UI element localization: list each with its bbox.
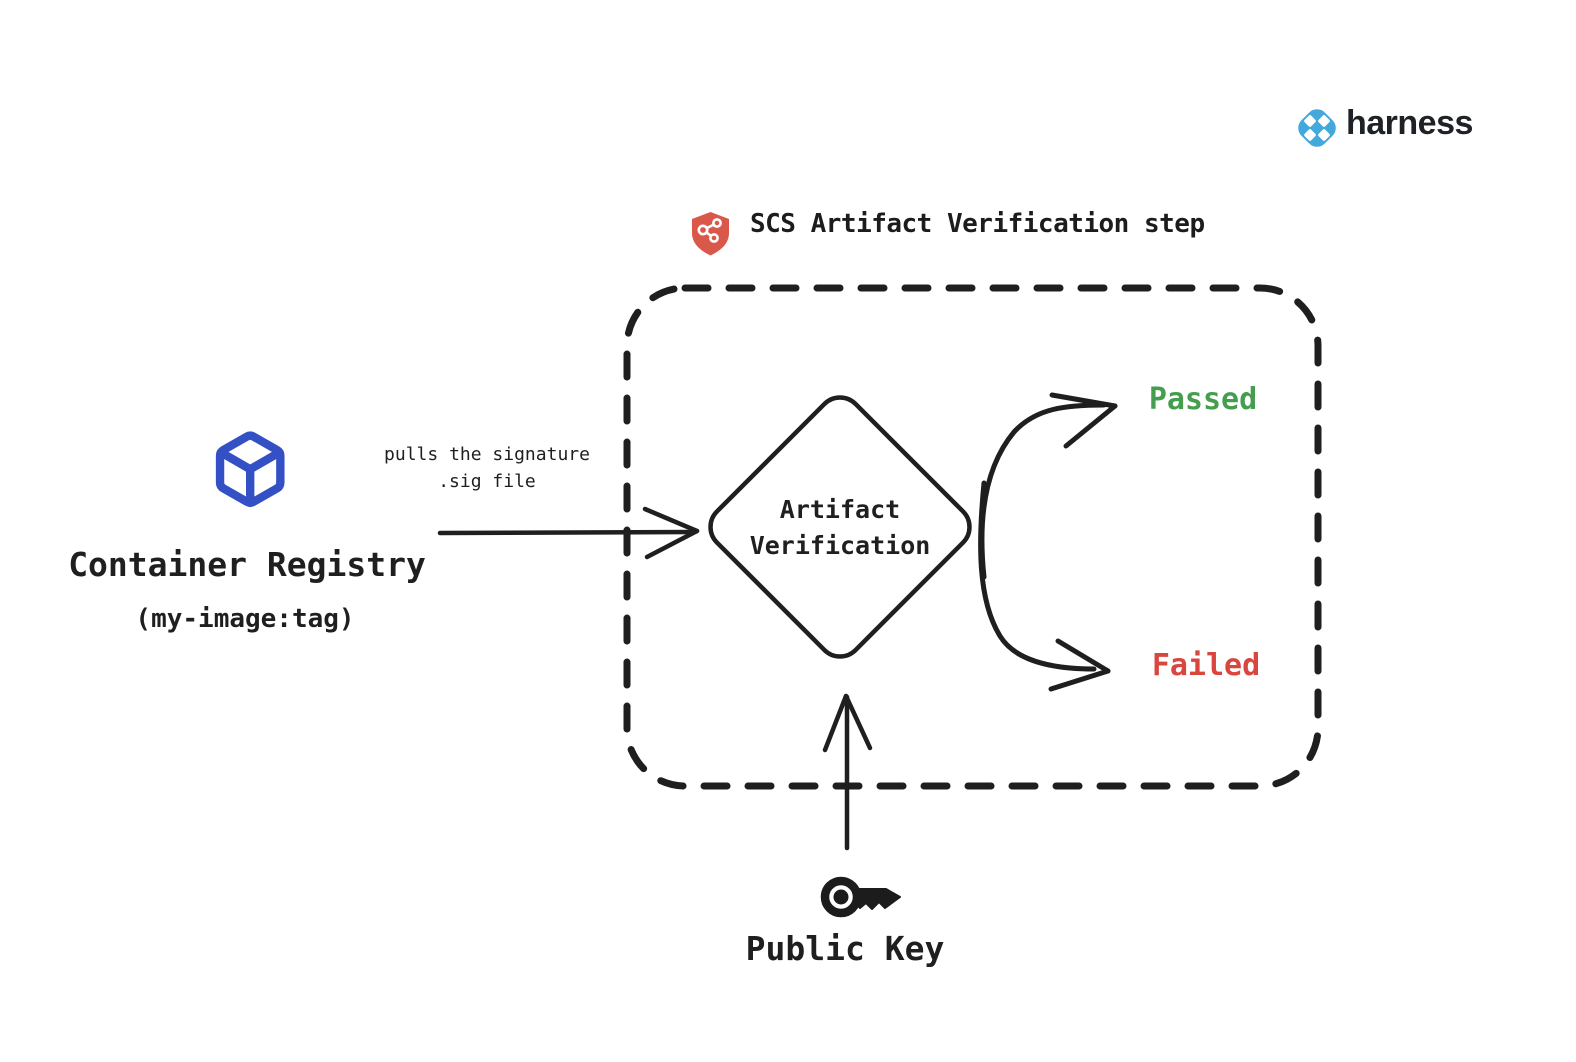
failed-label: Failed: [1151, 648, 1261, 683]
verification-step-boundary: [623, 284, 1322, 790]
passed-arrow: [979, 392, 1118, 580]
step-title: SCS Artifact Verification step: [750, 209, 1205, 239]
artifact-verification-label: Artifact Verification: [750, 492, 931, 564]
step-title-row: SCS Artifact Verification step: [690, 209, 1205, 239]
harness-wordmark: harness: [1346, 104, 1473, 142]
scs-shield-icon: [692, 212, 729, 256]
artifact-verification-label-line1: Artifact: [779, 495, 901, 524]
container-registry-label: Container Registry: [68, 545, 426, 584]
pull-arrow-note: pulls the signature .sig file: [384, 441, 590, 495]
pull-arrow-note-line2: .sig file: [438, 471, 536, 492]
public-key-arrow: [822, 693, 873, 851]
key-icon: [820, 876, 901, 918]
artifact-verification-diamond: [708, 395, 972, 659]
public-key-label: Public Key: [745, 929, 945, 968]
pull-arrow: [437, 506, 700, 560]
harness-logo: harness: [1294, 104, 1473, 143]
passed-label: Passed: [1148, 382, 1258, 417]
failed-arrow: [978, 480, 1111, 692]
pull-arrow-note-line1: pulls the signature: [384, 444, 590, 465]
image-tag-label: (my-image:tag): [135, 604, 355, 634]
artifact-verification-label-line2: Verification: [749, 531, 931, 560]
cube-icon: [215, 431, 285, 508]
harness-logo-icon: [1298, 109, 1336, 147]
